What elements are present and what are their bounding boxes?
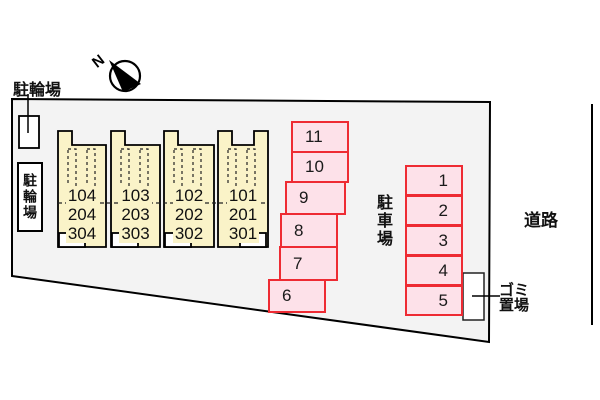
garbage-area-label: ゴミ 置場 [499, 283, 529, 313]
north-compass-icon: N [89, 52, 142, 93]
unit-rooms-104: 104 204 304 [58, 186, 106, 243]
room-number: 302 [172, 224, 206, 243]
room-number: 204 [65, 205, 99, 224]
garbage-label-line2: 置場 [499, 297, 530, 314]
room-number: 203 [119, 205, 152, 224]
north-label: N [89, 52, 108, 72]
parking-space-1: 1 [405, 165, 463, 196]
room-number: 102 [172, 186, 206, 205]
unit-rooms-103: 103 203 303 [111, 186, 160, 243]
room-number: 202 [172, 205, 206, 224]
parking-area-label: 駐車場 [374, 194, 391, 248]
room-number: 201 [226, 205, 260, 224]
parking-space-9: 9 [285, 181, 346, 215]
parking-space-6: 6 [268, 279, 326, 313]
room-number: 104 [65, 186, 99, 205]
parking-space-10: 10 [291, 151, 349, 183]
room-number: 101 [226, 186, 260, 205]
garbage-label-line1: ゴミ [499, 282, 530, 299]
parking-space-7: 7 [279, 246, 338, 281]
room-number: 301 [226, 224, 260, 243]
room-number: 304 [65, 224, 99, 243]
parking-space-8: 8 [280, 213, 338, 248]
parking-space-4: 4 [405, 255, 463, 286]
road-label: 道路 [524, 211, 558, 230]
parking-space-2: 2 [405, 195, 463, 226]
parking-space-11: 11 [291, 121, 349, 153]
room-number: 303 [119, 224, 152, 243]
unit-rooms-101: 101 201 301 [218, 186, 268, 243]
parking-space-3: 3 [405, 225, 463, 256]
bicycle-parking-box [18, 115, 40, 149]
bicycle-parking-label-top: 駐輪場 [13, 82, 62, 99]
parking-space-5: 5 [405, 285, 463, 316]
bicycle-parking-label-side: 駐輪場 [17, 162, 43, 232]
room-number: 103 [119, 186, 152, 205]
unit-rooms-102: 102 202 302 [164, 186, 214, 243]
